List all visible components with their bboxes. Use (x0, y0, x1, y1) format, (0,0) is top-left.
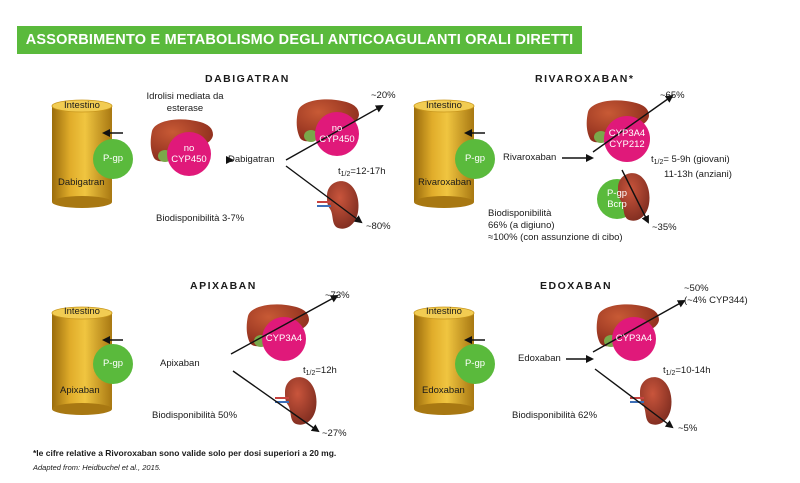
pgp-bcrp-label: P-gp Bcrp (606, 188, 628, 210)
pgp-label: P-gp (464, 358, 486, 369)
pgp-circle (455, 139, 495, 179)
liver-percent: ~65% (660, 90, 685, 101)
half-life-label: t1/2=10-14h (663, 365, 711, 377)
intestine-drug-label: Rivaroxaban (418, 177, 472, 188)
pgp-label: P-gp (102, 153, 124, 164)
pgp-circle (93, 344, 133, 384)
kidney-icon (630, 377, 672, 425)
page-title: ASSORBIMENTO E METABOLISMO DEGLI ANTICOA… (25, 32, 574, 48)
panel-heading-edoxaban: EDOXABAN (540, 280, 613, 292)
kidney-icon (317, 181, 359, 229)
kidney-icon (275, 377, 317, 425)
kidney-percent: ~5% (678, 423, 698, 434)
drug-after-pgp-label: Edoxaban (518, 353, 561, 364)
intestine-drug-label: Edoxaban (422, 385, 465, 396)
bioavailability-label: Biodisponibilità 50% (152, 410, 238, 421)
kidney-percent: ~35% (652, 222, 677, 233)
panel-heading-apixaban: APIXABAN (190, 280, 257, 292)
half-life-label: t1/2=12h (303, 365, 337, 377)
liver-percent: ~50% (~4% CYP344) (684, 283, 748, 306)
hydrolysis-label: Idrolisi mediata da esterase (146, 91, 224, 114)
kidney-percent: ~27% (322, 428, 347, 439)
cyp-circle (262, 317, 306, 361)
title-banner: ASSORBIMENTO E METABOLISMO DEGLI ANTICOA… (17, 26, 582, 54)
cyp-badge-label: CYP3A4 (265, 333, 303, 344)
intestine-cylinder (51, 306, 113, 415)
flow-arrows (226, 94, 686, 433)
panel-heading-rivaroxaban: RIVAROXABAN* (535, 73, 635, 85)
cyp-circle (167, 132, 211, 176)
cyp-badge-label: CYP3A4 CYP212 (608, 128, 646, 150)
source-citation: Adapted from: Heidbuchel et al., 2015. (33, 463, 161, 472)
kidney-percent: ~80% (366, 221, 391, 232)
footnote: *le cifre relative a Rivoroxaban sono va… (33, 448, 337, 458)
intestine-label: Intestino (64, 100, 100, 111)
cyp-circle (315, 112, 359, 156)
half-life-label: t1/2=12-17h (338, 166, 386, 178)
panel-heading-dabigatran: DABIGATRAN (205, 73, 290, 85)
cyp-badge-label: no CYP450 (319, 123, 355, 145)
cyp-badge-label: no CYP450 (171, 143, 207, 165)
drug-after-pgp-label: Apixaban (160, 358, 200, 369)
cyp-badge-label: CYP3A4 (615, 333, 653, 344)
pgp-label: P-gp (464, 153, 486, 164)
intestine-label: Intestino (426, 100, 462, 111)
bioavailability-label: Biodisponibilità 62% (512, 410, 598, 421)
liver-percent: ~20% (371, 90, 396, 101)
pgp-circle (455, 344, 495, 384)
liver-percent: ~73% (325, 290, 350, 301)
intestine-label: Intestino (64, 306, 100, 317)
cyp-circle (612, 317, 656, 361)
bioavailability-label: Biodisponibilità 66% (a digiuno) ≈100% (… (488, 208, 623, 243)
drug-after-liver-label: Dabigatran (228, 154, 275, 165)
intestine-label: Intestino (426, 306, 462, 317)
intestine-drug-label: Apixaban (60, 385, 100, 396)
pgp-circle (93, 139, 133, 179)
drug-after-pgp-label: Rivaroxaban (503, 152, 557, 163)
cyp-circle (604, 116, 650, 162)
pgp-label: P-gp (102, 358, 124, 369)
bioavailability-label: Biodisponibilità 3-7% (156, 213, 245, 224)
half-life-label: t1/2= 5-9h (giovani) 11-13h (anziani) (651, 154, 732, 180)
intestine-drug-label: Dabigatran (58, 177, 105, 188)
